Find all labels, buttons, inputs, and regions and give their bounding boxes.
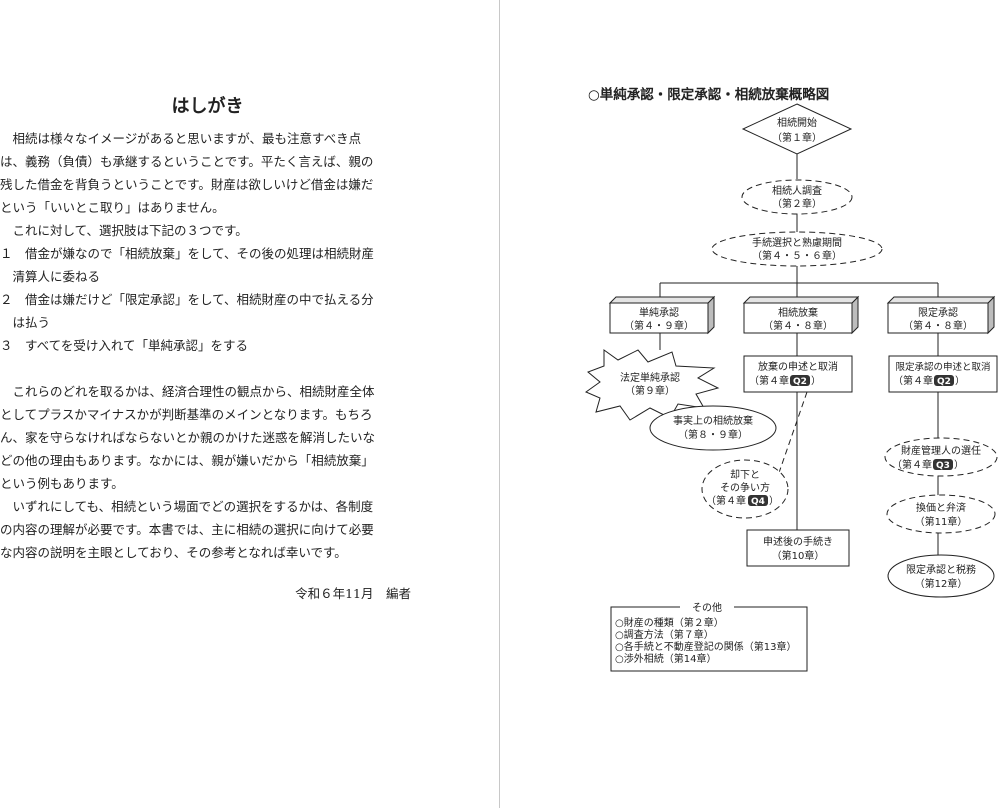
liquidation-ellipse xyxy=(886,494,996,534)
simple-label: 単純承認 xyxy=(639,306,679,319)
simple-box xyxy=(609,302,709,334)
admin-close: ） xyxy=(954,459,964,471)
body-line: ん、家を守らなければならないとか親のかけた迷惑を解消したいな xyxy=(0,430,376,445)
survey-ellipse xyxy=(741,179,853,215)
limited-box xyxy=(887,302,989,334)
body-line: の内容の理解が必要です。本書では、主に相続の選択に向けて必要 xyxy=(0,522,374,537)
legal-simple-burst xyxy=(584,349,720,421)
period-label: 手続選択と熟慮期間 xyxy=(752,236,842,249)
limited-filing-chapter: （第４章 xyxy=(893,374,933,387)
body-line: いずれにしても、相続という場面でどの選択をするかは、各制度 xyxy=(0,499,374,514)
page-gutter xyxy=(499,0,500,808)
de-facto-ellipse xyxy=(649,405,777,451)
liquidation-chapter: （第11章） xyxy=(915,515,968,528)
survey-label: 相続人調査 xyxy=(772,184,822,197)
de-facto-chapter: （第８・９章） xyxy=(678,428,748,441)
list-item-3: ３ すべてを受け入れて「単純承認」をする xyxy=(0,338,249,353)
body-line: これらのどれを取るかは、経済合理性の観点から、相続財産全体 xyxy=(0,384,375,399)
flowchart-title: ○単純承認・限定承認・相続放棄概略図 xyxy=(588,87,830,103)
renounce-filing-label: 放棄の申述と取消 xyxy=(758,360,838,373)
renounce-label: 相続放棄 xyxy=(778,306,818,319)
liquidation-label: 換価と弁済 xyxy=(916,501,966,514)
admin-label: 財産管理人の選任 xyxy=(901,444,981,457)
list-item-1-cont: 清算人に委ねる xyxy=(0,269,101,284)
limited-filing-badge: Q2 xyxy=(937,377,951,387)
other-box xyxy=(610,606,808,672)
limited-label: 限定承認 xyxy=(918,306,958,319)
after-filing-chapter: （第10章） xyxy=(772,549,825,562)
other-heading: その他 xyxy=(692,601,722,614)
body-line: な内容の説明を主眼としており、その参考となれば幸いです。 xyxy=(0,545,347,560)
other-item: ○調査方法（第７章） xyxy=(615,628,714,641)
rejection-label-2: その争い方 xyxy=(720,481,770,494)
body-line: としてプラスかマイナスかが判断基準のメインとなります。もちろ xyxy=(0,407,373,422)
start-label: 相続開始 xyxy=(777,116,817,129)
survey-chapter: （第２章） xyxy=(772,197,822,210)
body-line: 相続は様々なイメージがあると思いますが、最も注意すべき点 xyxy=(0,131,362,146)
start-diamond xyxy=(741,103,853,155)
renounce-chapter: （第４・８章） xyxy=(763,319,833,332)
rejection-label-1: 却下と xyxy=(730,469,760,481)
body-line: は、義務（負債）も承継するということです。平たく言えば、親の xyxy=(0,154,374,169)
body-line: という「いいとこ取り」はありません。 xyxy=(0,200,225,215)
list-item-1: １ 借金が嫌なので「相続放棄」をして、その後の処理は相続財産 xyxy=(0,246,375,261)
simple-chapter: （第４・９章） xyxy=(624,319,694,332)
signature: 令和６年11月 編者 xyxy=(295,586,411,601)
left-page: はしがき 相続は様々なイメージがあると思いますが、最も注意すべき点 は、義務（負… xyxy=(0,0,499,808)
tax-label: 限定承認と税務 xyxy=(906,563,976,576)
tax-ellipse xyxy=(887,554,995,598)
page-title: はしがき xyxy=(171,96,244,117)
renounce-filing-close: ） xyxy=(811,375,821,387)
admin-ellipse xyxy=(884,437,998,477)
de-facto-label: 事実上の相続放棄 xyxy=(673,414,753,427)
period-chapter: （第４・５・６章） xyxy=(752,249,842,262)
body-line: どの他の理由もあります。なかには、親が嫌いだから「相続放棄」 xyxy=(0,453,374,468)
renounce-filing-badge: Q2 xyxy=(793,377,807,387)
body-line: という例もあります。 xyxy=(0,476,124,491)
rejection-chapter: （第４章 xyxy=(706,494,746,507)
other-item: ○財産の種類（第２章） xyxy=(615,616,724,629)
body-line: 残した借金を背負うということです。財産は欲しいけど借金は嫌だ xyxy=(0,177,374,192)
list-item-2: ２ 借金は嫌だけど「限定承認」をして、相続財産の中で払える分 xyxy=(0,292,374,307)
admin-badge: Q3 xyxy=(936,461,950,471)
legal-simple-label: 法定単純承認 xyxy=(620,371,680,384)
renounce-box xyxy=(743,302,853,334)
rejection-close: ） xyxy=(769,495,779,507)
limited-chapter: （第４・８章） xyxy=(903,319,973,332)
right-page: ○単純承認・限定承認・相続放棄概略図 相続開始 （第１章） 相続人調査 （第２章… xyxy=(500,0,1000,808)
rejection-badge: Q4 xyxy=(751,497,765,507)
flowchart: 相続開始 （第１章） 相続人調査 （第２章） 手続選択と熟慮期間 （第４・５・６… xyxy=(584,103,998,672)
after-filing-box xyxy=(746,529,850,567)
start-chapter: （第１章） xyxy=(772,131,822,144)
legal-simple-chapter: （第９章） xyxy=(625,384,675,397)
tax-chapter: （第12章） xyxy=(915,577,968,590)
limited-filing-label: 限定承認の申述と取消 xyxy=(895,361,990,373)
other-item: ○各手続と不動産登記の関係（第13章） xyxy=(615,640,796,653)
admin-chapter: （第４章 xyxy=(892,458,932,471)
other-item: ○渉外相続（第14章） xyxy=(615,652,716,665)
period-ellipse xyxy=(711,231,883,267)
limited-filing-close: ） xyxy=(955,375,965,387)
after-filing-label: 申述後の手続き xyxy=(763,535,833,548)
body-line: これに対して、選択肢は下記の３つです。 xyxy=(0,223,248,238)
list-item-2-cont: は払う xyxy=(0,315,51,330)
renounce-filing-chapter: （第４章 xyxy=(749,374,789,387)
